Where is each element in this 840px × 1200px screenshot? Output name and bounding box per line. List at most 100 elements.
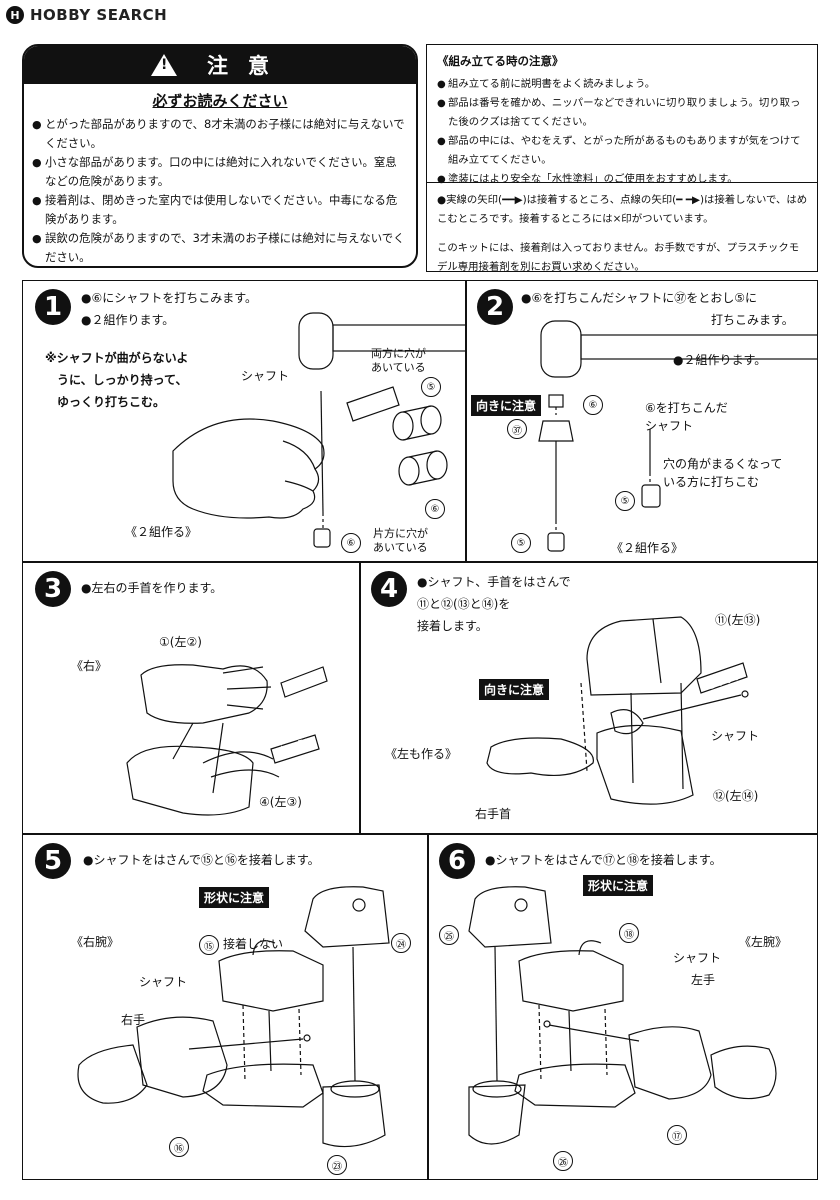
step-4-panel: 4 ●シャフト、手首をはさんで ⑪と⑫(⑬と⑭)を 接着します。 ⑪(左⑬) ち… xyxy=(360,562,818,834)
part-number: ㉔ xyxy=(391,933,411,953)
side-label: 《左腕》 xyxy=(739,935,788,949)
must-read: 必ずお読みください xyxy=(152,92,288,110)
step-2-panel: 2 ●⑥を打ちこんだシャフトに㊲をとおし⑤に 打ちこみます。 ●２組作ります。 … xyxy=(466,280,818,562)
step-2-illustration xyxy=(538,320,817,552)
part-label: ⑪(左⑬) xyxy=(715,613,761,627)
notes-list: 組み立てる前に説明書をよく読みましょう。 部品は番号を確かめ、ニッパーなどできれ… xyxy=(437,75,809,189)
side-label: 《右》 xyxy=(71,659,108,673)
shaft-label: シャフト xyxy=(673,951,722,965)
step-3-number: 3 xyxy=(35,571,71,607)
label-line: あいている xyxy=(373,541,428,554)
shape-caution-badge: 形状に注意 xyxy=(199,887,270,908)
step-1-instruction: ●⑥にシャフトを打ちこみます。 ●２組作ります。 xyxy=(81,287,257,331)
notes-item: 塗装にはより安全な「水性塗料」のご使用をおすすめします。 xyxy=(437,170,809,189)
part-number: ⑱ xyxy=(619,923,639,943)
logo-icon: H xyxy=(6,6,24,24)
step-1-caption: 《２組作る》 xyxy=(125,525,198,539)
notes-title: 《組み立てる時の注意》 xyxy=(437,54,564,68)
step-1-tip-line: ※シャフトが曲がらないよ xyxy=(45,351,189,365)
step-1-panel: 1 ●⑥にシャフトを打ちこみます。 ●２組作ります。 ※シャフトが曲がらないよ … xyxy=(22,280,466,562)
step-1-tip: ※シャフトが曲がらないよ うに、しっかり持って、 ゆっくり打ちこむ。 xyxy=(45,347,188,413)
step-5-number: 5 xyxy=(35,843,71,879)
part-number: ⑤ xyxy=(421,377,441,397)
one-hole-label: 片方に穴が あいている xyxy=(373,527,428,555)
step-1-tip-line: ゆっくり打ちこむ。 xyxy=(57,395,166,409)
notes-item: 部品は番号を確かめ、ニッパーなどできれいに切り取りましょう。切り取った後のクズは… xyxy=(437,94,809,132)
step-2-line: 打ちこみます。 xyxy=(711,313,794,327)
caution-list: とがった部品がありますので、8才未満のお子様には絶対に与えないでください。 小さ… xyxy=(24,115,416,266)
part-number: ㊲ xyxy=(507,419,527,439)
label-line: いる方に打ちこむ xyxy=(663,475,760,489)
label-line: ⑥を打ちこんだ xyxy=(645,401,728,415)
caution-box: 注意 必ずお読みください とがった部品がありますので、8才未満のお子様には絶対に… xyxy=(22,44,418,268)
part-number: ㉕ xyxy=(439,925,459,945)
shaft-label: シャフト xyxy=(711,729,760,743)
step-4-line: ⑪と⑫(⑬と⑭)を xyxy=(417,597,511,611)
step-4-line: ●シャフト、手首をはさんで xyxy=(417,575,571,589)
notes-item: 部品の中には、やむをえず、とがった所があるものもありますが気をつけて組み立ててく… xyxy=(437,132,809,170)
part-label: 左手 xyxy=(691,973,716,987)
step-1-number: 1 xyxy=(35,289,71,325)
orientation-caution-badge: 向きに注意 xyxy=(471,395,542,416)
label-line: あいている xyxy=(371,361,426,374)
step-5-illustration xyxy=(77,886,390,1148)
step-5-panel: 5 ●シャフトをはさんで⑮と⑯を接着します。 形状に注意 《右腕》 ⑮ 接着しな… xyxy=(22,834,428,1180)
step-5-instruction: ●シャフトをはさんで⑮と⑯を接着します。 xyxy=(83,853,320,867)
step-2-line: ●⑥を打ちこんだシャフトに㊲をとおし⑤に xyxy=(521,291,757,305)
shape-caution-badge: 形状に注意 xyxy=(583,875,654,896)
step-6-instruction: ●シャフトをはさんで⑰と⑱を接着します。 xyxy=(485,853,722,867)
part-label: 右手首 xyxy=(475,807,512,821)
hole-direction-label: 穴の角がまるくなって いる方に打ちこむ xyxy=(663,455,782,491)
part-number: ⑯ xyxy=(169,1137,189,1157)
caution-item: 接着剤は、閉めきった室内では使用しないでください。中毒になる危険があります。 xyxy=(32,191,406,229)
step-2-instruction: ●⑥を打ちこんだシャフトに㊲をとおし⑤に 打ちこみます。 xyxy=(521,287,794,331)
part-number: ㉓ xyxy=(327,1155,347,1175)
step-4-line: 接着します。 xyxy=(417,619,488,633)
orientation-caution-badge: 向きに注意 xyxy=(479,679,550,700)
assembly-notes: 《組み立てる時の注意》 組み立てる前に説明書をよく読みましょう。 部品は番号を確… xyxy=(426,44,818,273)
part-number: ⑥ xyxy=(341,533,361,553)
shaft-label: シャフト xyxy=(241,369,290,383)
step-1-tip-line: うに、しっかり持って、 xyxy=(57,373,188,387)
part-label: ①(左②) xyxy=(159,635,202,649)
arrow-legend: ●実線の矢印(━━▶)は接着するところ、点線の矢印(━ ━▶)は接着しないで、は… xyxy=(427,185,817,277)
site-logo: H HOBBY SEARCH xyxy=(6,4,167,26)
shaft-label: ⑥を打ちこんだ シャフト xyxy=(645,399,728,435)
notes-section: 《組み立てる時の注意》 組み立てる前に説明書をよく読みましょう。 部品は番号を確… xyxy=(427,45,817,189)
step-6-panel: 6 ●シャフトをはさんで⑰と⑱を接着します。 形状に注意 ㉕ ⑱ 《左腕》 シャ… xyxy=(428,834,818,1180)
side-label: 《右腕》 xyxy=(71,935,120,949)
no-glue-label: 接着しない xyxy=(223,937,284,951)
label-line: 穴の角がまるくなって xyxy=(663,457,783,471)
part-number: ㉖ xyxy=(553,1151,573,1171)
caution-item: 小さな部品があります。口の中には絶対に入れないでください。窒息などの危険がありま… xyxy=(32,153,406,191)
step-3-instruction: ●左右の手首を作ります。 xyxy=(81,581,223,595)
part-number: ⑰ xyxy=(667,1125,687,1145)
caution-item: 誤飲の危険がありますので、3才未満のお子様には絶対に与えないでください。 xyxy=(32,229,406,266)
step-4-illustration xyxy=(486,616,749,805)
part-number: ⑥ xyxy=(583,395,603,415)
part-number: ⑤ xyxy=(511,533,531,553)
label-line: シャフト xyxy=(645,419,694,433)
label-line: 両方に穴が xyxy=(371,347,426,360)
label-line: 片方に穴が xyxy=(373,527,428,540)
part-number: ⑮ xyxy=(199,935,219,955)
shaft-label: シャフト xyxy=(139,975,188,989)
kit-note: このキットには、接着剤は入っておりません。お手数ですが、プラスチックモデル専用接… xyxy=(437,242,800,273)
caution-header: 注意 xyxy=(24,46,416,84)
part-number: ⑤ xyxy=(615,491,635,511)
step-4-number: 4 xyxy=(371,571,407,607)
arrow-note: ●実線の矢印(━━▶)は接着するところ、点線の矢印(━ ━▶)は接着しないで、は… xyxy=(437,194,808,225)
step-4-instruction: ●シャフト、手首をはさんで ⑪と⑫(⑬と⑭)を 接着します。 xyxy=(417,571,571,637)
part-label: ④(左③) xyxy=(259,795,302,809)
step-1-line: ●２組作ります。 xyxy=(81,313,175,327)
step-6-illustration xyxy=(468,886,777,1145)
notes-item: 組み立てる前に説明書をよく読みましょう。 xyxy=(437,75,809,94)
part-number: ⑥ xyxy=(425,499,445,519)
step-3-panel: 3 ●左右の手首を作ります。 ①(左②) 《右》 ちゅうい ちゅうい ④(左③) xyxy=(22,562,360,834)
step-1-illustration xyxy=(172,312,465,548)
step-2-caption: 《２組作る》 xyxy=(611,541,684,555)
both-holes-label: 両方に穴が あいている xyxy=(371,347,426,375)
caution-heading: 注意 xyxy=(207,54,289,78)
step-6-number: 6 xyxy=(439,843,475,879)
step-3-illustration xyxy=(126,664,328,816)
